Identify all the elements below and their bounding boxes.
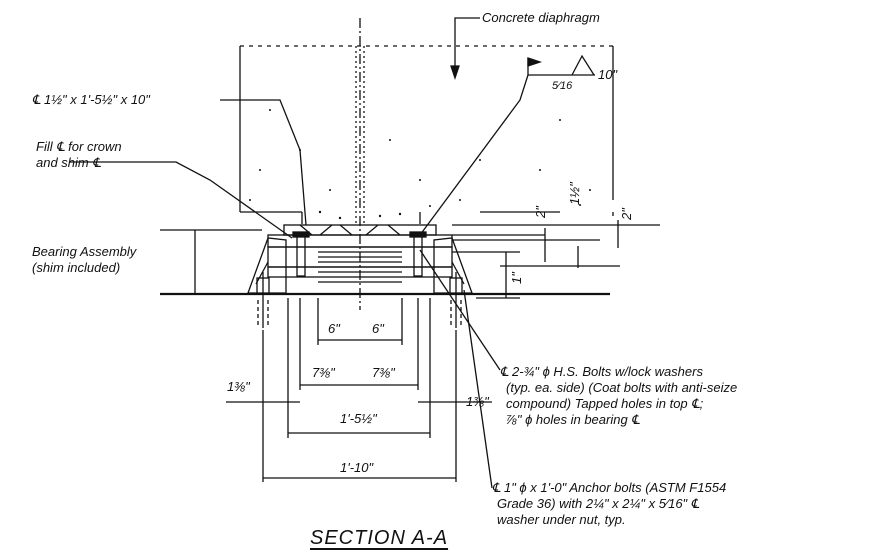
dim-six-left: 6" — [328, 321, 340, 336]
dim-six-right: 6" — [372, 321, 384, 336]
anchor-note-line3: washer under nut, typ. — [497, 512, 626, 527]
dim-seven-right: 7⅜" — [372, 365, 395, 380]
hs-bolt-left — [292, 231, 310, 277]
dim-width-total: 1'-10" — [340, 460, 374, 475]
concrete-stipple — [249, 109, 591, 220]
plate-label: ℄ 1½" x 1'-5½" x 10" — [32, 92, 150, 107]
dim-vertical-two-b: 2" — [619, 208, 634, 220]
bolts-note-line3: compound) Tapped holes in top ℄; — [506, 396, 704, 411]
dim-edge-left: 1⅜" — [227, 379, 250, 394]
dim-vertical-one: 1" — [509, 272, 524, 284]
dim-width-mid: 1'-5½" — [340, 411, 377, 426]
dim-seven-left: 7⅜" — [312, 365, 335, 380]
bearing-plate — [267, 234, 453, 283]
weld-symbol — [527, 54, 595, 76]
anchor-bolt-left — [256, 272, 270, 328]
dim-edge-right: 1⅜" — [466, 394, 489, 409]
bearing-label-line1: Bearing Assembly — [32, 244, 137, 259]
bearing-label-line2: (shim included) — [32, 260, 121, 275]
anchor-bolt-right — [449, 272, 463, 328]
bolts-note-line2: (typ. ea. side) (Coat bolts with anti-se… — [506, 380, 738, 395]
horizontal-dimensions — [226, 339, 492, 479]
vertical-dimensions — [452, 220, 660, 299]
bearing-height-dimension — [160, 229, 262, 294]
hs-bolt-right — [409, 231, 427, 277]
dim-vertical-one-half: 1½" — [567, 182, 582, 205]
bolts-note-line1: ℄ 2-¾" ϕ H.S. Bolts w/lock washers — [500, 364, 703, 379]
concrete-diaphragm — [239, 45, 614, 224]
extension-lines — [262, 298, 457, 482]
leaders — [70, 74, 529, 489]
fill-label-line2: and shim ℄ — [36, 155, 101, 170]
bolts-note-line4: ⅞" ϕ holes in bearing ℄ — [506, 412, 640, 427]
anchor-note-line1: ℄ 1" ϕ x 1'-0" Anchor bolts (ASTM F1554 — [492, 480, 727, 495]
section-title: SECTION A-A — [310, 527, 449, 549]
anchor-note-line2: Grade 36) with 2¼" x 2¼" x 5⁄16" ℄ — [497, 496, 700, 511]
fill-label-line1: Fill ℄ for crown — [36, 139, 122, 154]
diaphragm-leader — [454, 17, 480, 72]
concrete-diaphragm-label: Concrete diaphragm — [482, 10, 600, 25]
dim-vertical-two-a: 2" — [533, 206, 548, 218]
weld-length: 10" — [598, 67, 618, 82]
weld-size: 5⁄16 — [552, 80, 573, 92]
